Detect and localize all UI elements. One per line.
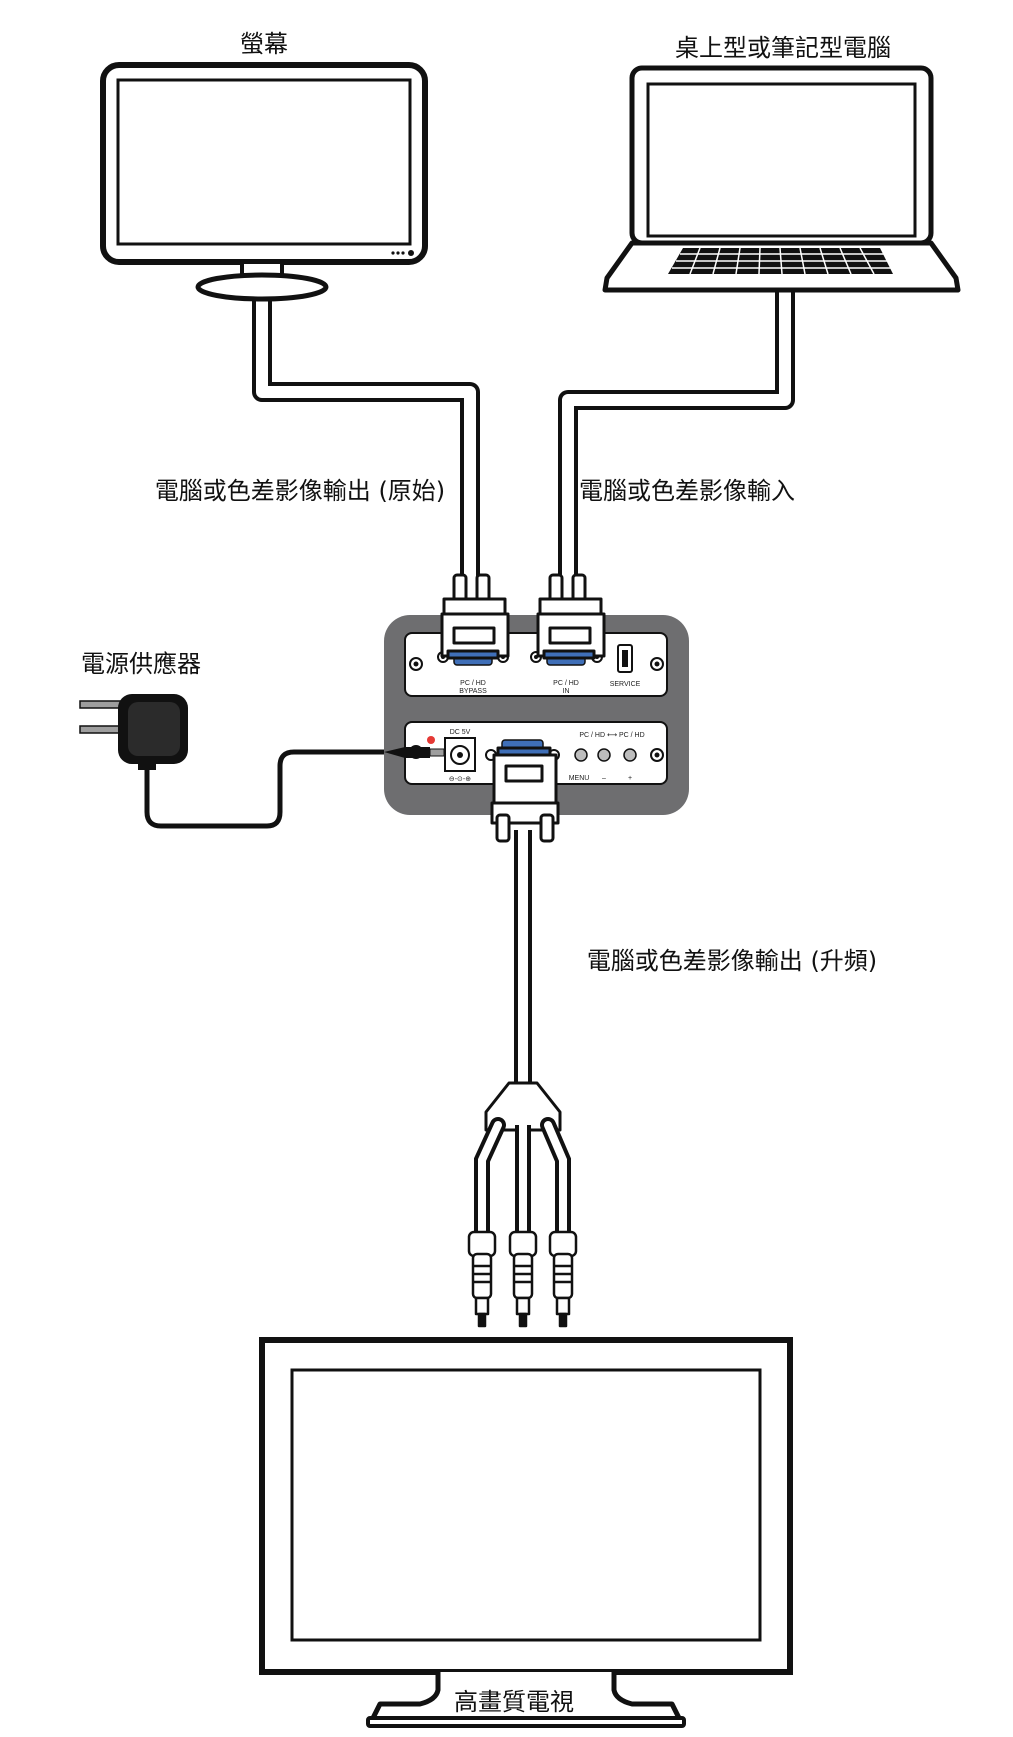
dc-label: DC 5V <box>450 729 471 736</box>
monitor <box>100 62 428 302</box>
in-port-label: PC / HD <box>553 680 579 687</box>
menu-button[interactable] <box>574 748 588 762</box>
hdtv-label: 高畫質電視 <box>454 1688 574 1716</box>
rca-plug-center <box>508 1230 538 1328</box>
vga-connector-output <box>490 746 560 843</box>
bypass-port-sublabel: BYPASS <box>459 688 487 695</box>
power-cable <box>144 749 423 829</box>
rca-plug-left <box>467 1230 497 1328</box>
menu-label: MENU <box>569 775 590 782</box>
monitor-label: 螢幕 <box>240 30 288 58</box>
switch-label: PC / HD ⟷ PC / HD <box>579 732 644 739</box>
cable-laptop-to-input <box>558 278 795 605</box>
vga-connector-bypass <box>440 573 510 660</box>
laptop-label: 桌上型或筆記型電腦 <box>675 34 891 62</box>
minus-button[interactable] <box>597 748 611 762</box>
plus-button[interactable] <box>623 748 637 762</box>
input-label: 電腦或色差影像輸入 <box>579 477 795 505</box>
output-original-label: 電腦或色差影像輸出 (原始) <box>155 477 445 505</box>
bypass-port-label: PC / HD <box>460 680 486 687</box>
power-led <box>427 736 435 744</box>
vga-connector-input <box>536 573 606 660</box>
in-port-sublabel: IN <box>563 688 570 695</box>
svg-text:⊖-⊙-⊕: ⊖-⊙-⊕ <box>449 776 471 783</box>
hdtv <box>259 1337 793 1728</box>
service-label: SERVICE <box>610 681 641 688</box>
output-upscaled-label: 電腦或色差影像輸出 (升頻) <box>587 947 877 975</box>
keyboard-icon <box>672 247 891 275</box>
rca-splitter <box>474 1081 571 1243</box>
cable-monitor-to-bypass <box>252 280 480 605</box>
laptop <box>602 65 961 293</box>
rca-plugs <box>467 1230 578 1328</box>
plus-label: + <box>628 775 632 782</box>
power-adapter <box>79 694 445 770</box>
minus-label: – <box>602 775 606 782</box>
power-supply-label: 電源供應器 <box>81 650 201 678</box>
rca-plug-right <box>548 1230 578 1328</box>
